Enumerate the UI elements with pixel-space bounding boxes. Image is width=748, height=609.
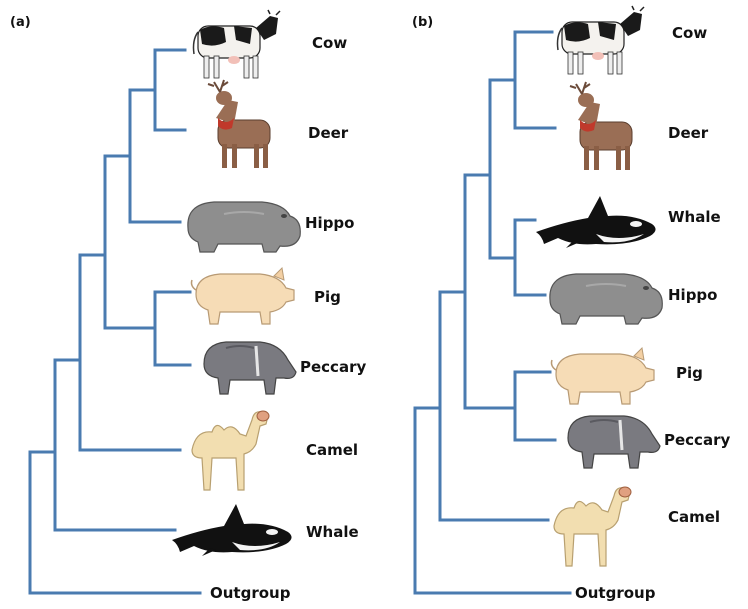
taxon-label-b-cow: Cow (672, 24, 707, 42)
taxon-label-a-whale: Whale (306, 523, 359, 541)
whale-icon (172, 504, 292, 556)
peccary-icon (204, 342, 296, 394)
tree-b-branches (415, 32, 570, 593)
taxon-label-a-camel: Camel (306, 441, 358, 459)
taxon-label-a-outgroup: Outgroup (210, 584, 291, 602)
pig-icon (192, 268, 295, 324)
taxon-label-b-peccary: Peccary (664, 431, 730, 449)
camel-icon (554, 487, 631, 566)
deer-icon (208, 80, 270, 168)
panel-b-label: (b) (412, 15, 433, 30)
taxon-label-a-deer: Deer (308, 124, 349, 142)
pig-icon (552, 348, 655, 404)
cow-icon (558, 6, 645, 74)
camel-icon (192, 411, 269, 490)
peccary-icon (568, 416, 660, 468)
taxon-label-b-whale: Whale (668, 208, 721, 226)
taxon-label-b-hippo: Hippo (668, 286, 717, 304)
taxon-label-b-deer: Deer (668, 124, 709, 142)
cow-icon (194, 10, 281, 78)
panel-a-label: (a) (10, 15, 31, 30)
deer-icon (570, 82, 632, 170)
taxon-label-a-hippo: Hippo (305, 214, 354, 232)
taxon-label-b-outgroup: Outgroup (575, 584, 656, 602)
hippo-icon (550, 274, 662, 324)
hippo-icon (188, 202, 300, 252)
taxon-label-a-cow: Cow (312, 34, 347, 52)
taxon-label-a-pig: Pig (314, 288, 341, 306)
tree-a-branches (30, 50, 200, 593)
taxon-label-b-pig: Pig (676, 364, 703, 382)
whale-icon (536, 196, 656, 248)
taxon-label-b-camel: Camel (668, 508, 720, 526)
taxon-label-a-peccary: Peccary (300, 358, 366, 376)
